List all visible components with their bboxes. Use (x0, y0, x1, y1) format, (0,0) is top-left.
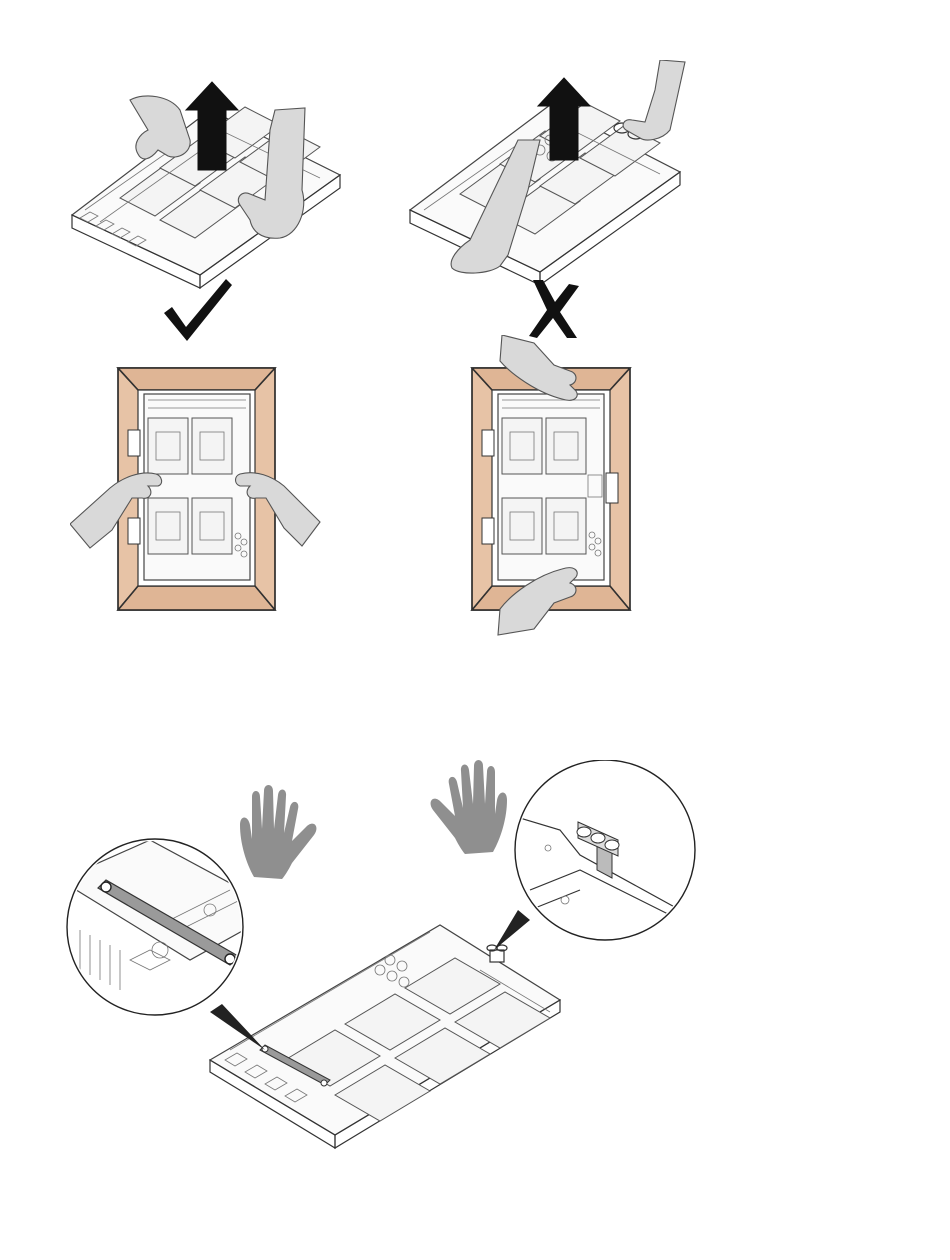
correct-lift-isometric (60, 70, 360, 290)
incorrect-lift-isometric (400, 60, 700, 290)
board-handles-isometric (60, 760, 700, 1180)
board-lift-illustration (400, 60, 700, 290)
board-in-shipping-frame (70, 360, 330, 620)
handle-loop-callout (510, 760, 700, 940)
correct-grip-top-view (70, 360, 330, 620)
board-handles-illustration (60, 760, 700, 1180)
x-mark-icon (525, 278, 585, 340)
handle-bar-callout (60, 839, 280, 1015)
board-in-shipping-frame (450, 335, 670, 640)
check-mark-icon (160, 275, 235, 345)
incorrect-grip-top-view (450, 335, 670, 640)
board-lift-illustration (60, 70, 360, 290)
